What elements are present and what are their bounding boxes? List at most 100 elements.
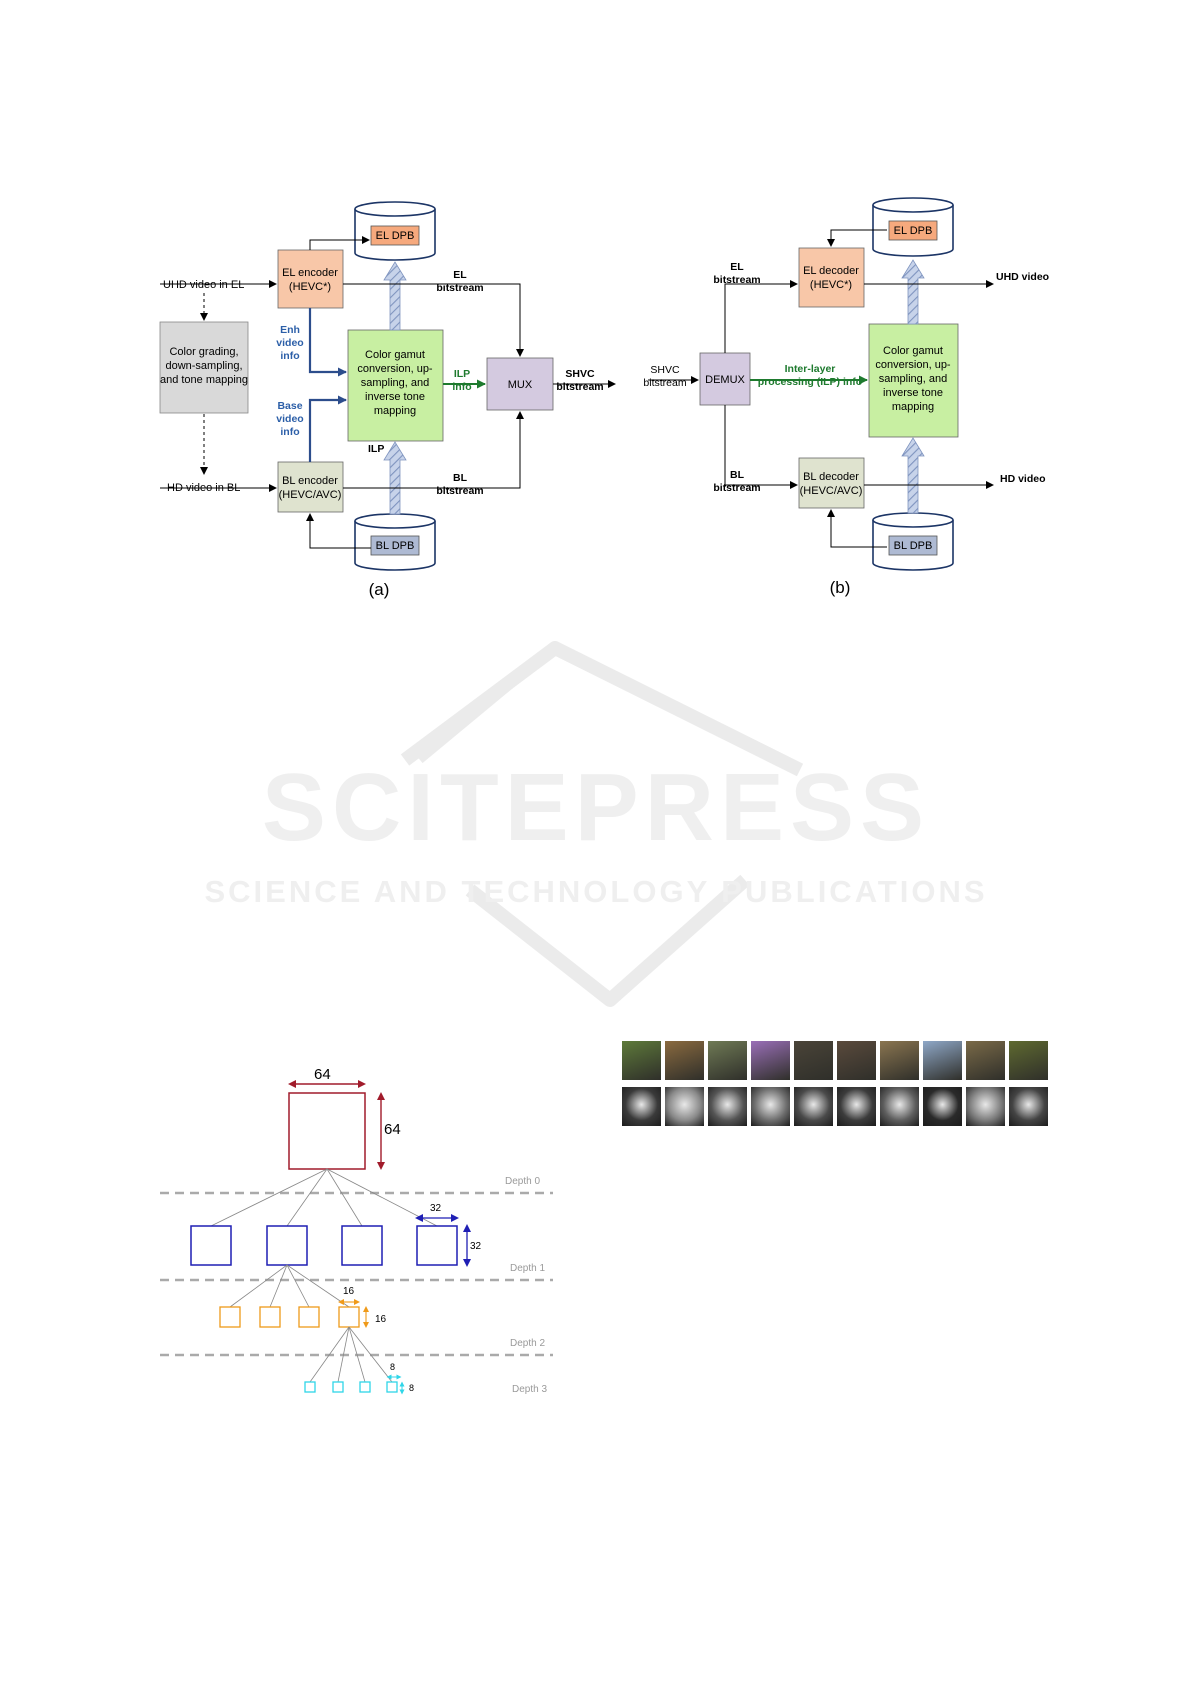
gamut-box-a: Color gamut conversion, up- sampling, an… bbox=[347, 329, 444, 442]
uhd-input-label: UHD video in EL bbox=[163, 279, 244, 291]
grading-box: Color grading, down-sampling, and tone m… bbox=[159, 321, 249, 414]
bl-dpb-a: BL DPB bbox=[354, 513, 436, 571]
el-bitstream-b-1: EL bbox=[730, 261, 744, 273]
bl-bitstream-a-1: BL bbox=[453, 472, 468, 484]
gamut-b-line-1: Color gamut bbox=[883, 345, 943, 357]
depth0-block bbox=[288, 1092, 366, 1170]
el-decoder-label: EL decoder bbox=[803, 265, 859, 277]
depth2-block bbox=[338, 1306, 360, 1328]
uhd-out-label: UHD video bbox=[996, 271, 1049, 283]
depth3-block bbox=[359, 1381, 371, 1393]
depth-thumbnail bbox=[966, 1087, 1005, 1126]
shvc-in-2: bitstream bbox=[643, 377, 686, 389]
depth-thumbnail bbox=[880, 1087, 919, 1126]
depth-thumbnail bbox=[751, 1087, 790, 1126]
depth3-label: Depth 3 bbox=[512, 1384, 547, 1395]
ilp-info-a-1: ILP bbox=[454, 368, 470, 380]
depth3-block bbox=[332, 1381, 344, 1393]
shvc-in-1: SHVC bbox=[650, 364, 680, 376]
size-64-height: 64 bbox=[384, 1121, 401, 1138]
gamut-box-b: Color gamut conversion, up- sampling, an… bbox=[868, 323, 959, 438]
el-decoder-box: EL decoder (HEVC*) bbox=[798, 247, 865, 308]
demux-box: DEMUX bbox=[699, 352, 751, 406]
gamut-b-line-2: conversion, up- bbox=[875, 359, 951, 371]
ilp-arrow-up-b bbox=[901, 259, 925, 325]
grading-line-1: Color grading, bbox=[169, 346, 238, 358]
depth1-block bbox=[190, 1225, 232, 1266]
depth-thumbnail bbox=[794, 1087, 833, 1126]
texture-thumbnail bbox=[966, 1041, 1005, 1080]
quadtree: 64 64 32 32 bbox=[160, 1066, 553, 1395]
watermark-title: SCITEPRESS bbox=[262, 754, 930, 861]
bl-decoder-codec: (HEVC/AVC) bbox=[800, 485, 863, 497]
gamut-a-line-3: sampling, and bbox=[361, 377, 430, 389]
ilp-info-b-2: processing (ILP) info bbox=[758, 376, 862, 388]
depth3-block bbox=[304, 1381, 316, 1393]
gamut-b-line-5: mapping bbox=[892, 401, 934, 413]
bl-encoder-label: BL encoder bbox=[282, 475, 338, 487]
ilp-arrow-up-a bbox=[383, 261, 407, 331]
watermark: SCITEPRESS SCIENCE AND TECHNOLOGY PUBLIC… bbox=[204, 641, 985, 1007]
el-bitstream-a-1: EL bbox=[453, 269, 467, 281]
depth-thumbnail bbox=[1009, 1087, 1048, 1126]
gamut-b-line-4: inverse tone bbox=[883, 387, 943, 399]
bl-decoder-label: BL decoder bbox=[803, 471, 859, 483]
el-dpb-b: EL DPB bbox=[872, 197, 954, 257]
gamut-a-line-4: inverse tone bbox=[365, 391, 425, 403]
ilp-info-b-1: Inter-layer bbox=[785, 363, 836, 375]
texture-thumbnail bbox=[794, 1041, 833, 1080]
depth-thumbnail bbox=[665, 1087, 704, 1126]
caption-a: (a) bbox=[369, 580, 390, 599]
depth2-label: Depth 2 bbox=[510, 1338, 545, 1349]
enh-info-3: info bbox=[280, 350, 299, 362]
hd-input-label: HD video in BL bbox=[167, 482, 240, 494]
texture-thumbnail bbox=[708, 1041, 747, 1080]
figure-a: EL DPB BL DPB EL encoder (HEVC*) BL enco… bbox=[159, 201, 616, 599]
depth2-block bbox=[298, 1306, 320, 1328]
depth1-block bbox=[341, 1225, 383, 1266]
texture-thumbnail bbox=[622, 1041, 661, 1080]
depth0-label: Depth 0 bbox=[505, 1176, 540, 1187]
bl-bitstream-b-1: BL bbox=[730, 469, 745, 481]
depth2-block bbox=[219, 1306, 241, 1328]
ilp-arrow-bl-b bbox=[901, 437, 925, 514]
demux-label: DEMUX bbox=[705, 374, 745, 386]
el-encoder-label: EL encoder bbox=[282, 267, 338, 279]
size-32-width: 32 bbox=[430, 1203, 442, 1214]
bl-bitstream-a-2: bitstream bbox=[436, 485, 483, 497]
base-info-1: Base bbox=[277, 400, 302, 412]
size-32-height: 32 bbox=[470, 1241, 482, 1252]
texture-thumbnail bbox=[665, 1041, 704, 1080]
bl-encoder-box: BL encoder (HEVC/AVC) bbox=[277, 461, 344, 513]
depth-thumbnail bbox=[837, 1087, 876, 1126]
texture-thumbnail bbox=[837, 1041, 876, 1080]
texture-thumbnail bbox=[880, 1041, 919, 1080]
size-8-height: 8 bbox=[409, 1383, 414, 1393]
el-bitstream-b-2: bitstream bbox=[713, 274, 760, 286]
size-16-width: 16 bbox=[343, 1286, 355, 1297]
depth1-block bbox=[266, 1225, 308, 1266]
base-info-2: video bbox=[276, 413, 303, 425]
caption-b: (b) bbox=[830, 578, 851, 597]
el-dpb-b-label: EL DPB bbox=[894, 225, 933, 237]
enh-info-2: video bbox=[276, 337, 303, 349]
shvc-out-1: SHVC bbox=[565, 368, 595, 380]
base-info-3: info bbox=[280, 426, 299, 438]
bl-dpb-b-label: BL DPB bbox=[894, 540, 933, 552]
gamut-a-line-1: Color gamut bbox=[365, 349, 425, 361]
depth2-block bbox=[259, 1306, 281, 1328]
el-bitstream-a-2: bitstream bbox=[436, 282, 483, 294]
ilp-arrow-bl-a bbox=[383, 441, 407, 515]
el-decoder-codec: (HEVC*) bbox=[810, 279, 852, 291]
texture-thumbnail bbox=[751, 1041, 790, 1080]
ilp-label-a: ILP bbox=[368, 443, 384, 455]
grading-line-3: and tone mapping bbox=[160, 374, 248, 386]
depth3-block bbox=[386, 1381, 398, 1393]
bl-dpb-a-label: BL DPB bbox=[376, 540, 415, 552]
mux-box: MUX bbox=[486, 357, 554, 411]
texture-thumbnail bbox=[923, 1041, 962, 1080]
bl-bitstream-b-2: bitstream bbox=[713, 482, 760, 494]
gamut-a-line-5: mapping bbox=[374, 405, 416, 417]
size-16-height: 16 bbox=[375, 1314, 387, 1325]
